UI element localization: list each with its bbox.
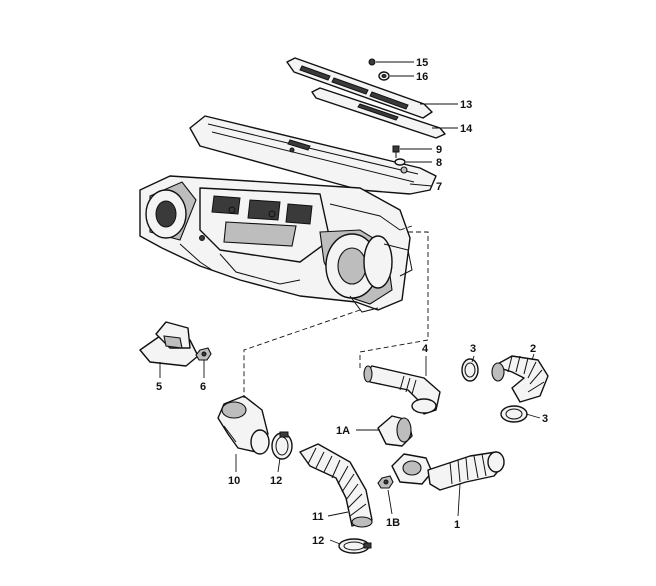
part-9-screw <box>392 145 400 158</box>
part-12-clamp-upper <box>271 431 293 460</box>
label-part-4: 4 <box>422 343 429 355</box>
part-13-grille-panel <box>286 57 446 139</box>
part-16-grommet <box>378 71 390 81</box>
label-part-12-upper: 12 <box>270 475 282 487</box>
part-4-duct-pipe <box>363 365 441 415</box>
label-part-15: 15 <box>416 57 428 69</box>
label-part-3-lower: 3 <box>542 413 548 425</box>
label-part-7: 7 <box>436 181 442 193</box>
part-1a-duct-section <box>377 415 413 447</box>
part-3-ring-upper <box>461 358 479 382</box>
label-part-2: 2 <box>530 343 536 355</box>
leader-lines <box>159 61 541 545</box>
part-8-washer <box>394 158 406 166</box>
part-3-ring-lower <box>500 405 528 423</box>
label-part-13: 13 <box>460 99 472 111</box>
part-5-bracket <box>139 321 199 367</box>
label-part-1a: 1A <box>336 425 350 437</box>
label-part-10: 10 <box>228 475 240 487</box>
callout-labels: 15 16 13 14 9 8 7 5 6 10 12 11 12 4 3 2 … <box>156 57 548 547</box>
part-15-screw <box>368 58 376 66</box>
part-14-cowl-cover <box>189 115 437 195</box>
connection-lines <box>243 225 429 398</box>
part-10-duct-elbow <box>217 395 270 455</box>
part-1b-nut <box>377 475 394 489</box>
label-part-3-upper: 3 <box>470 343 476 355</box>
label-part-9: 9 <box>436 144 442 156</box>
heater-box-assembly <box>139 175 413 313</box>
part-11-corrugated-hose <box>299 443 373 528</box>
label-part-1b: 1B <box>386 517 400 529</box>
part-12-clamp-lower <box>338 538 372 554</box>
label-part-14: 14 <box>460 123 473 135</box>
label-part-5: 5 <box>156 381 162 393</box>
label-part-8: 8 <box>436 157 442 169</box>
label-part-6: 6 <box>200 381 206 393</box>
label-part-16: 16 <box>416 71 428 83</box>
label-part-12-lower: 12 <box>312 535 324 547</box>
part-2-hose <box>491 355 549 403</box>
part-1-hose-flange <box>391 451 505 491</box>
label-part-1: 1 <box>454 519 460 531</box>
part-6-nut <box>195 347 212 361</box>
label-part-11: 11 <box>312 511 324 523</box>
